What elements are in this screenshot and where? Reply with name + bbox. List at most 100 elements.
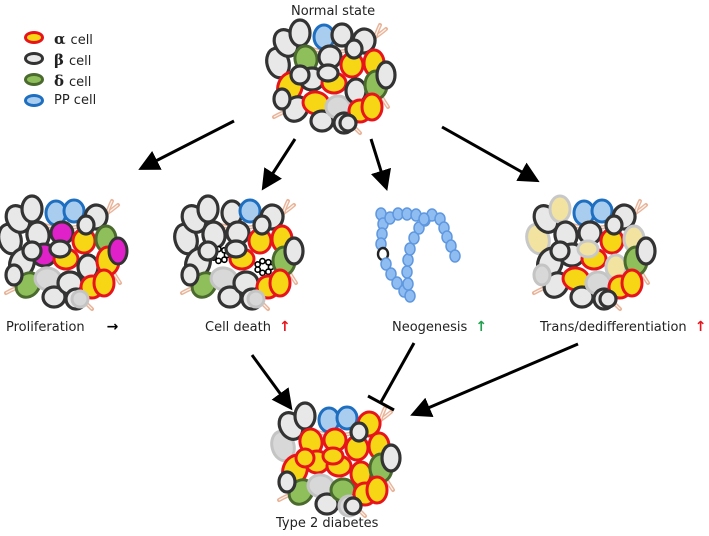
beta-cell [549, 240, 571, 262]
increase-indicator-icon: ↑ [278, 319, 291, 335]
apoptotic-cell [254, 257, 275, 277]
beta-cell [380, 443, 402, 473]
islet-trans-dedifferentiation [525, 194, 657, 311]
beta-cell [283, 236, 305, 266]
legend-label: cell [69, 75, 92, 90]
beta-cell [635, 236, 657, 266]
cell-fragment [215, 257, 222, 265]
duct-cell [404, 289, 416, 303]
legend-label: PP cell [54, 93, 97, 108]
label-proliferation-text: Proliferation [6, 320, 85, 335]
dedifferentiated-cell [548, 194, 572, 224]
dedifferentiated-cell [576, 239, 600, 259]
neogenesis-duct [375, 207, 461, 303]
degranulated-cell [532, 263, 552, 287]
beta-cell [604, 214, 624, 236]
cell-fragment [259, 257, 266, 265]
beta-cell [224, 239, 248, 259]
pp-cell-swatch [24, 94, 44, 107]
legend-label: cell [68, 54, 92, 69]
beta-cell [21, 240, 43, 262]
islet-cell-death [173, 194, 305, 311]
duct-cell [402, 277, 414, 291]
label-trans-dedifferentiation: Trans/dedifferentiation ↑ [540, 319, 706, 335]
legend-greek: β [54, 51, 64, 69]
beta-cell [375, 60, 397, 90]
beta-cell [330, 22, 354, 48]
alpha-cell [620, 268, 644, 298]
label-neogenesis-text: Neogenesis [392, 320, 468, 335]
duct-cell [385, 267, 397, 281]
duct-cell [391, 276, 403, 290]
duct-cell [404, 242, 416, 256]
beta-cell [289, 64, 311, 86]
label-proliferation: Proliferation → [6, 319, 118, 335]
arrow-normal-to-trans [441, 125, 540, 183]
pp-cell [590, 198, 614, 224]
beta-cell [48, 239, 72, 259]
increase-indicator-icon: ↑ [475, 319, 488, 335]
label-normal-state: Normal state [291, 4, 376, 19]
beta-cell [197, 240, 219, 262]
beta-cell [598, 289, 618, 309]
label-type-2-diabetes: Type 2 diabetes [276, 516, 379, 531]
arrow-normal-to-neogenesis [369, 138, 392, 192]
islet-normal-state [265, 18, 397, 135]
duct-cell [449, 249, 461, 263]
arrow-trans-to-t2d [410, 342, 579, 418]
label-cell-death: Cell death ↑ [205, 319, 291, 335]
beta-cell [180, 263, 200, 287]
beta-cell [344, 38, 364, 60]
pp-cell [335, 405, 359, 431]
beta-cell [288, 18, 312, 48]
arrow-normal-to-proliferation [138, 119, 235, 170]
beta-cell-swatch [24, 52, 44, 65]
increase-indicator-icon: ↑ [694, 319, 707, 335]
cell-fragment [264, 258, 272, 266]
pp-cell [238, 198, 262, 224]
beta-cell [4, 263, 24, 287]
duct-cell [380, 257, 392, 271]
beta-cell [349, 421, 369, 443]
legend-greek: α [54, 30, 66, 48]
cell-fragment [259, 269, 266, 277]
beta-cell [316, 63, 340, 83]
arrow-normal-to-cell-death [261, 138, 297, 191]
alpha-cell [92, 268, 116, 298]
alpha-cell [360, 92, 384, 122]
legend-label: cell [70, 33, 93, 48]
alpha-cell-swatch [24, 31, 44, 44]
beta-cell [272, 87, 292, 111]
label-trans-text: Trans/dedifferentiation [540, 320, 687, 335]
beta-cell [343, 496, 363, 516]
beta-cell [20, 194, 44, 224]
unchanged-indicator-icon: → [106, 319, 119, 335]
cell-fragment [254, 260, 262, 268]
inhibit-bar [367, 394, 395, 412]
beta-cell [76, 214, 96, 236]
duct-cell [418, 212, 430, 226]
cell-fragment [264, 268, 272, 276]
duct-cell [402, 253, 414, 267]
label-cell-death-text: Cell death [205, 320, 271, 335]
alpha-cell [294, 447, 316, 469]
arrow-cell-death-to-t2d [250, 354, 293, 411]
beta-cell [196, 194, 220, 224]
beta-cell [277, 470, 297, 494]
degranulated-cell [246, 289, 266, 309]
alpha-cell [365, 475, 389, 505]
islet-type-2-diabetes [270, 401, 402, 518]
inhibit-neogenesis-to-t2d [379, 342, 416, 403]
duct-cell [408, 231, 420, 245]
islet-proliferation [0, 194, 129, 311]
pp-cell [62, 198, 86, 224]
alpha-cell [321, 446, 345, 466]
duct-cell [401, 265, 413, 279]
proliferating-cell [107, 236, 129, 266]
label-neogenesis: Neogenesis ↑ [392, 319, 487, 335]
alpha-cell [268, 268, 292, 298]
beta-cell [293, 401, 317, 431]
legend-greek: δ [54, 72, 65, 90]
beta-cell [338, 113, 358, 133]
